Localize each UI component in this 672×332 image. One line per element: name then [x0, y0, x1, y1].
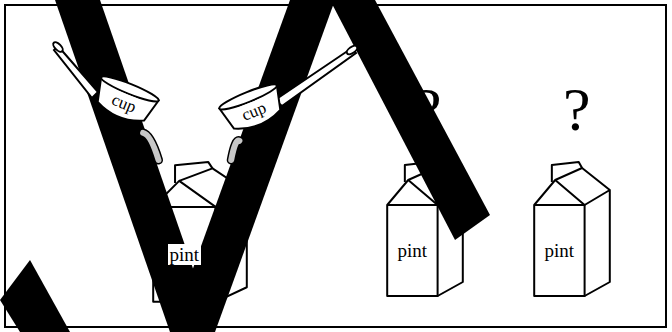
- measuring-cup: cup: [87, 69, 164, 133]
- carton-label: pint: [387, 241, 437, 260]
- question-mark: ?: [414, 78, 442, 140]
- frame-border: [5, 5, 666, 327]
- question-mark: ?: [563, 78, 591, 140]
- carton-outline: [530, 160, 614, 300]
- milk-carton: pint: [530, 160, 614, 300]
- carton-label: pint: [153, 245, 215, 264]
- pour-stream: [231, 141, 239, 160]
- carton-label: pint: [534, 241, 584, 260]
- milk-carton: pint: [383, 160, 467, 300]
- carton-outline: [148, 160, 252, 306]
- measuring-cup: cup: [215, 77, 292, 141]
- carton-outline: [383, 160, 467, 300]
- watermark: [0, 0, 490, 332]
- milk-carton: pint: [148, 160, 252, 306]
- pour-stream: [143, 133, 158, 160]
